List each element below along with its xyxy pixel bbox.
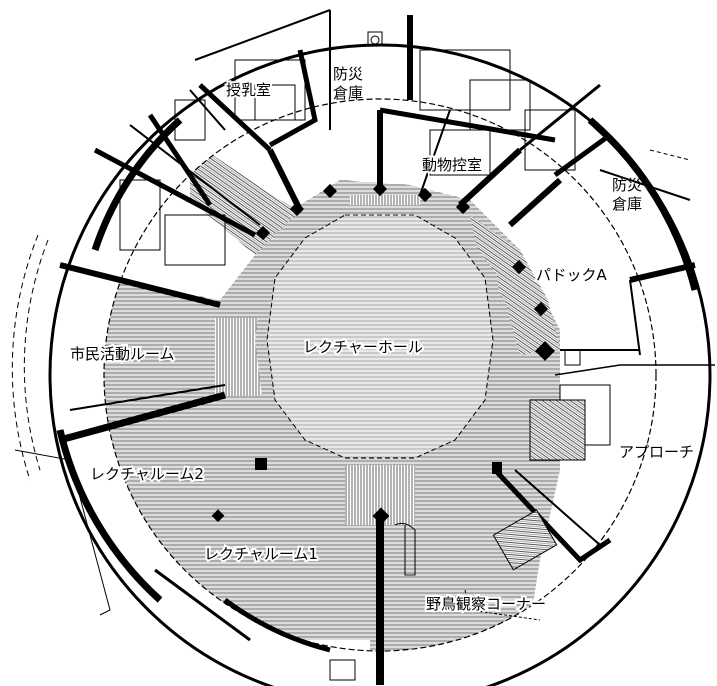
label-approach: アプローチ — [619, 443, 694, 461]
label-lecture-room-2: レクチャルーム2 — [90, 465, 204, 483]
label-animal-room: 動物控室 — [422, 156, 482, 174]
label-lecture-hall: レクチャーホール — [303, 338, 423, 356]
room-labels: 防災 倉庫 授乳室 動物控室 防災 倉庫 パドックA 市民活動ルーム レクチャー… — [68, 65, 694, 615]
label-lecture-room-1: レクチャルーム1 — [204, 545, 318, 563]
label-bird-watching-corner: 野鳥観察コーナー — [426, 595, 546, 613]
label-disaster-storage-1-line2: 倉庫 — [333, 84, 363, 102]
label-nursing-room: 授乳室 — [226, 81, 271, 99]
label-disaster-storage-1-line1: 防災 — [333, 65, 363, 83]
fixtures — [119, 31, 691, 681]
lecture-hall-area — [255, 205, 505, 465]
label-citizen-activity-room: 市民活動ルーム — [70, 345, 175, 363]
columns — [211, 181, 555, 525]
label-disaster-storage-2-line1: 防災 — [612, 176, 642, 194]
label-disaster-storage-2-line2: 倉庫 — [612, 195, 642, 213]
label-paddock-a: パドックA — [536, 266, 607, 284]
